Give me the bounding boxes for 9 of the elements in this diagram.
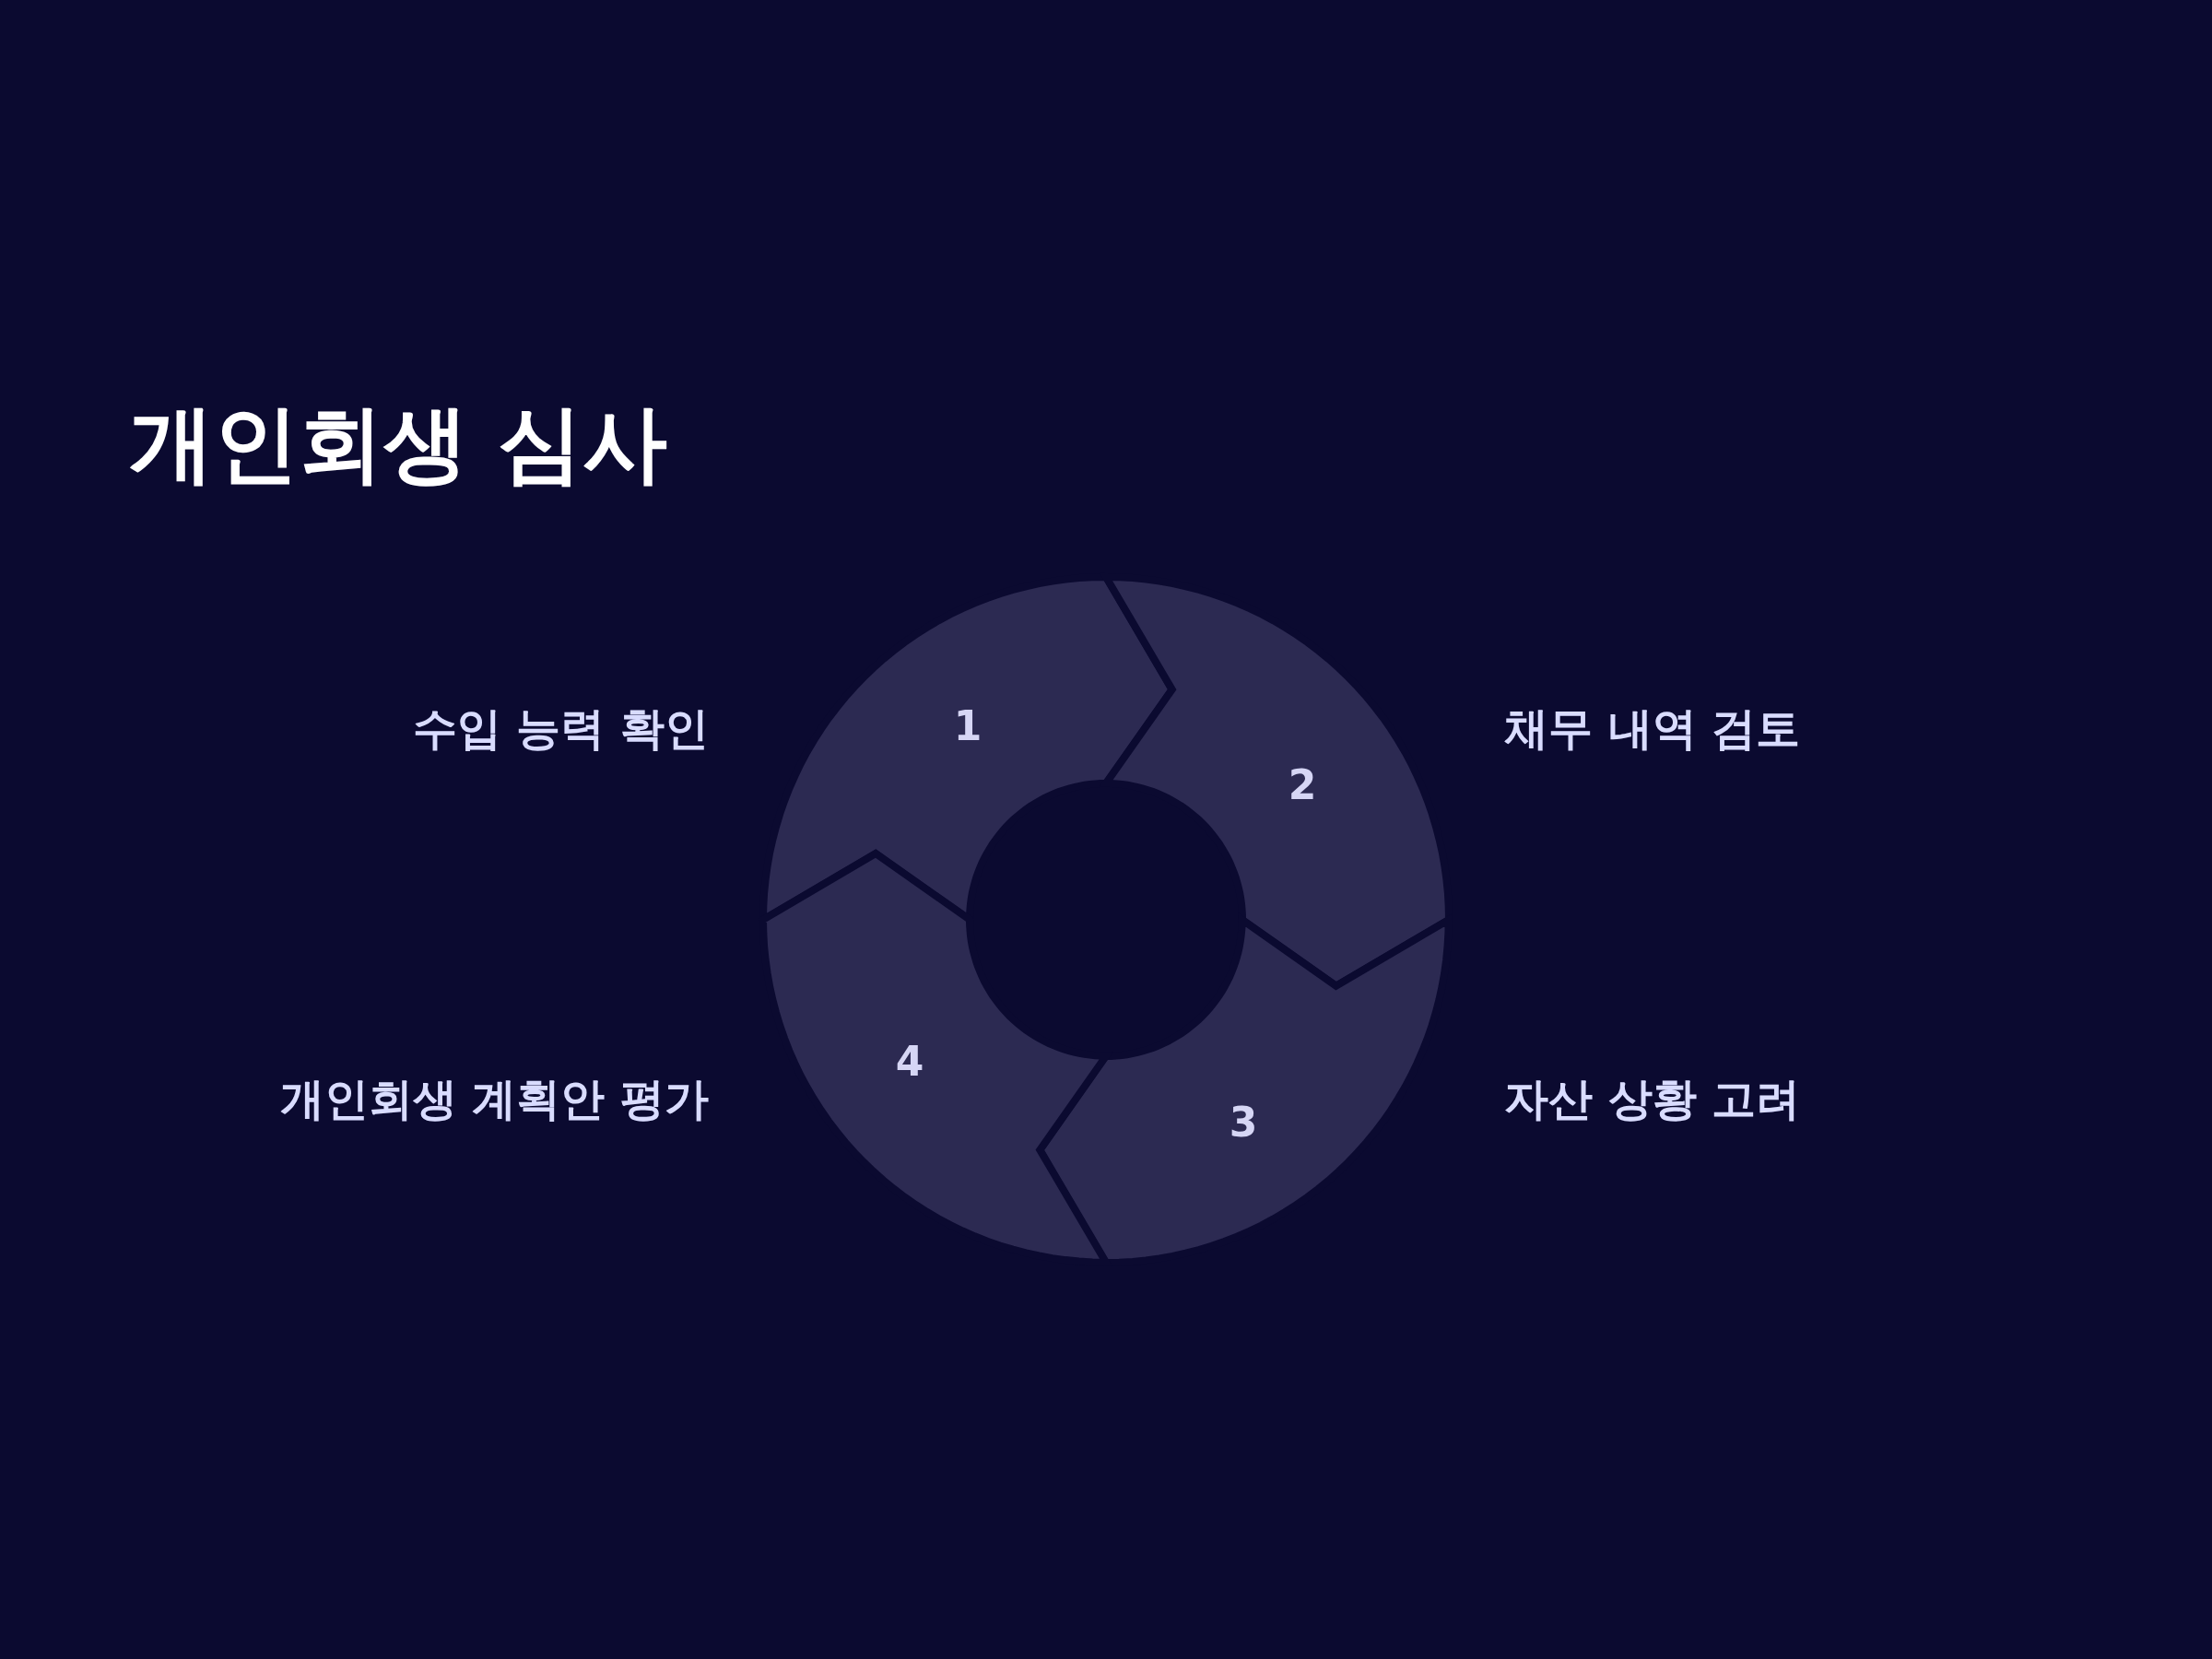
step-label: 수입 능력 확인 [412, 701, 709, 756]
step-number: 2 [1288, 760, 1317, 808]
step-label: 개인회생 계획안 평가 [279, 1072, 709, 1126]
step-number: 4 [895, 1037, 924, 1085]
slide-title: 개인회생 심사 [129, 394, 668, 495]
step-label: 자산 상황 고려 [1504, 1072, 1801, 1126]
step-number: 3 [1229, 1098, 1258, 1146]
step-label: 채무 내역 검토 [1504, 701, 1801, 756]
step-number: 1 [953, 701, 982, 749]
